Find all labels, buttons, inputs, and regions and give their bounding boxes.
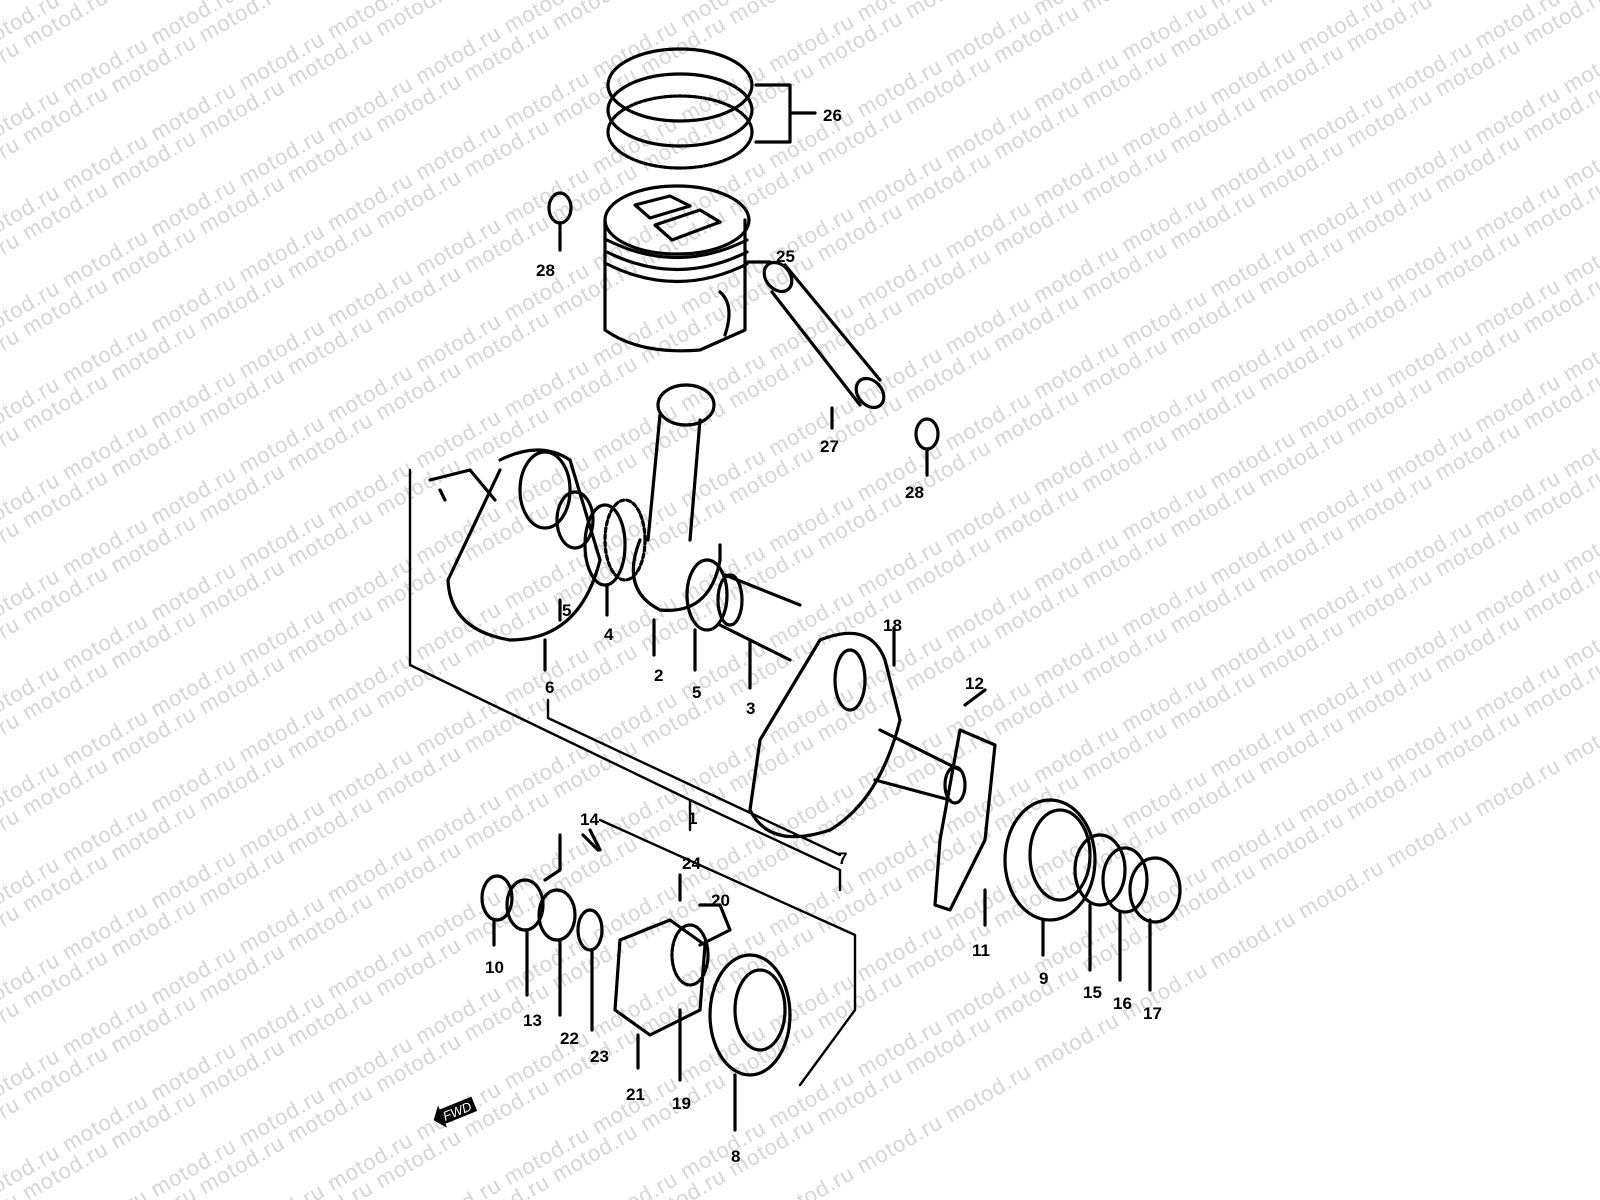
circlips-drawing <box>547 191 940 477</box>
right-side-parts-drawing <box>933 688 1182 992</box>
left-side-parts-drawing <box>480 828 792 1132</box>
callout-bearing-retainer-plate: 11 <box>972 941 990 960</box>
callout-bearing-left: 8 <box>731 1147 741 1166</box>
piston-drawing <box>603 184 772 353</box>
callout-crank-web-left: 6 <box>545 678 555 697</box>
callout-needle-bearing: 4 <box>604 625 614 644</box>
callout-piston: 25 <box>776 247 795 266</box>
callout-nut: 22 <box>560 1029 579 1048</box>
callout-piston-pin-circlip: 28 <box>536 261 555 280</box>
callout-thrust-washer: 5 <box>562 601 572 620</box>
callout-piston-pin: 27 <box>820 437 839 456</box>
piston-rings-drawing <box>606 47 817 170</box>
callout-thrust-washer: 5 <box>692 683 702 702</box>
callout-piston-pin-circlip: 28 <box>905 483 924 502</box>
callout-key: 24 <box>682 854 701 873</box>
crank-web-left-drawing <box>428 448 602 672</box>
assembly-bracket-lines <box>408 468 857 1087</box>
callout-spacer: 19 <box>672 1094 691 1113</box>
needle-bearing-drawing <box>583 498 647 617</box>
callout-nut: 17 <box>1143 1004 1162 1023</box>
crank-web-right-drawing <box>748 626 967 839</box>
callout-spacer: 16 <box>1113 994 1132 1013</box>
callout-oil-seal: 10 <box>485 958 504 977</box>
crank-pin-drawing <box>685 558 802 690</box>
callout-crank-pin: 3 <box>746 699 756 718</box>
callout-crank-web-right: 7 <box>838 849 848 868</box>
callout-connecting-rod: 2 <box>654 666 664 685</box>
callout-key: 18 <box>883 616 902 635</box>
callout-bearing-right: 9 <box>1039 969 1049 988</box>
callout-washer: 23 <box>590 1047 609 1066</box>
callout-lock-washer: 15 <box>1083 983 1102 1002</box>
callout-drive-gear: 21 <box>626 1085 645 1104</box>
connecting-rod-drawing <box>631 383 722 657</box>
callout-retainer: 13 <box>523 1011 542 1030</box>
callout-nut: 20 <box>711 891 730 910</box>
callout-screw: 14 <box>580 810 599 829</box>
callout-crankshaft-assy: 1 <box>688 809 698 828</box>
callout-screw: 12 <box>965 674 984 693</box>
callout-piston-rings: 26 <box>823 106 842 125</box>
piston-pin-drawing <box>762 260 886 430</box>
